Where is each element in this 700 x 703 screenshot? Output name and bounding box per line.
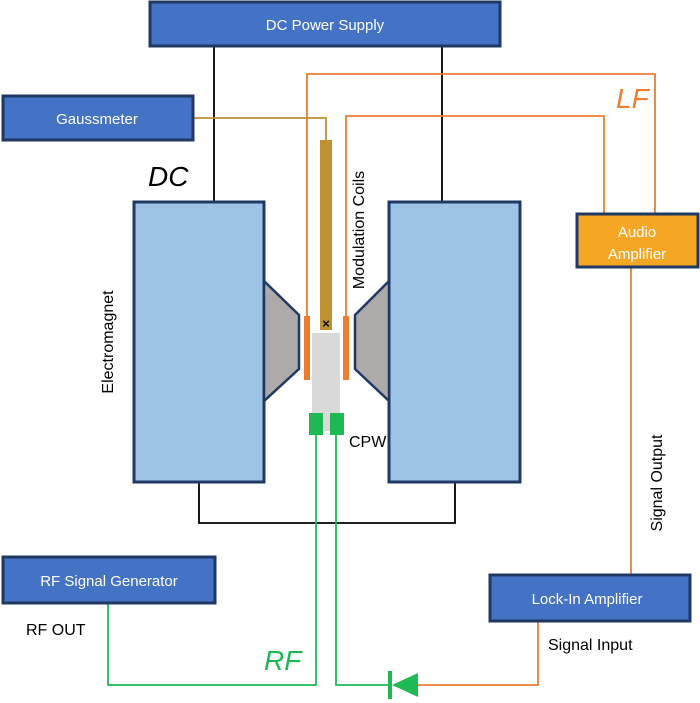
electromagnet bbox=[132, 200, 522, 484]
modulation-coil-left bbox=[304, 316, 310, 380]
signal-input-label: Signal Input bbox=[548, 637, 633, 654]
dc-label: DC bbox=[148, 161, 189, 192]
gaussmeter-wire bbox=[193, 117, 327, 140]
rf-signal-generator-box[interactable] bbox=[1, 555, 217, 605]
gaussmeter-label: Gaussmeter bbox=[56, 111, 138, 128]
gaussmeter-box[interactable] bbox=[1, 94, 195, 142]
audio-amplifier[interactable]: Audio Amplifier bbox=[575, 212, 700, 269]
modulation-coil-right bbox=[343, 316, 349, 380]
electromagnet-label: Electromagnet bbox=[100, 290, 117, 394]
diode-icon bbox=[388, 671, 418, 699]
probe-marker: × bbox=[322, 316, 330, 331]
dc-power-supply[interactable]: DC Power Supply bbox=[148, 0, 502, 48]
rf-wire-out bbox=[107, 432, 317, 686]
lock-in-amplifier[interactable]: Lock-In Amplifier bbox=[488, 573, 692, 623]
lf-wire-outer bbox=[306, 73, 656, 316]
dc-power-supply-box[interactable] bbox=[148, 0, 502, 48]
electromagnet-right-yoke bbox=[387, 200, 522, 484]
lf-label: LF bbox=[616, 83, 651, 114]
cpw-pad-left bbox=[309, 413, 323, 435]
pole-piece-right bbox=[353, 277, 391, 404]
cpw-pad-right bbox=[330, 413, 344, 435]
signal-input-wire bbox=[418, 621, 539, 686]
diode-triangle bbox=[392, 673, 418, 697]
pole-piece-left bbox=[262, 278, 301, 404]
dc-wire-bottom-loop bbox=[198, 482, 456, 524]
dc-power-supply-label: DC Power Supply bbox=[266, 17, 385, 34]
rf-label: RF bbox=[264, 645, 303, 676]
diode-bar bbox=[388, 671, 392, 699]
lock-in-amplifier-box[interactable] bbox=[488, 573, 692, 623]
gaussmeter-wiring bbox=[193, 117, 327, 140]
gaussmeter[interactable]: Gaussmeter bbox=[1, 94, 195, 142]
audio-amplifier-label-line2: Amplifier bbox=[608, 246, 666, 263]
rf-out-label: RF OUT bbox=[26, 622, 86, 639]
lf-wiring bbox=[306, 73, 656, 686]
audio-amplifier-label-line1: Audio bbox=[618, 224, 656, 241]
modulation-coils-label: Modulation Coils bbox=[351, 171, 368, 289]
hall-probe bbox=[320, 140, 332, 330]
audio-amplifier-box[interactable] bbox=[575, 212, 700, 269]
dc-wiring bbox=[198, 46, 456, 524]
rf-wire-return bbox=[335, 432, 392, 686]
lock-in-amplifier-label: Lock-In Amplifier bbox=[532, 591, 643, 608]
cpw-label: CPW bbox=[349, 434, 387, 451]
lf-wire-inner bbox=[345, 115, 605, 316]
rf-signal-generator[interactable]: RF Signal Generator bbox=[1, 555, 217, 605]
signal-output-label: Signal Output bbox=[649, 434, 666, 532]
electromagnet-left-yoke bbox=[132, 200, 266, 484]
sample-region: × bbox=[304, 140, 349, 435]
rf-signal-generator-label: RF Signal Generator bbox=[40, 573, 178, 590]
